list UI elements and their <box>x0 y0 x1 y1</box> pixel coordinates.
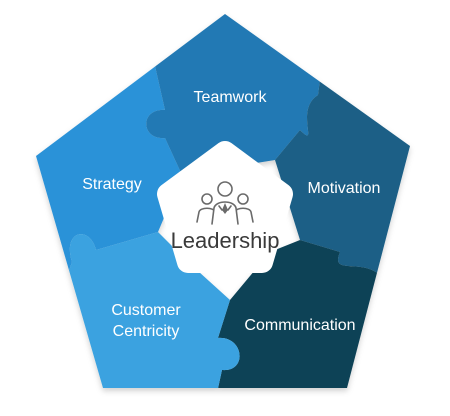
label-teamwork: Teamwork <box>194 89 268 106</box>
label-customer-line-1: Customer <box>111 302 181 319</box>
center-label: Leadership <box>171 228 280 253</box>
team-people-icon <box>196 181 254 225</box>
segment-motivation <box>275 14 410 280</box>
label-communication: Communication <box>244 317 355 334</box>
label-customer-line-2: Centricity <box>113 323 180 340</box>
label-motivation: Motivation <box>308 180 381 197</box>
label-strategy: Strategy <box>82 176 142 193</box>
